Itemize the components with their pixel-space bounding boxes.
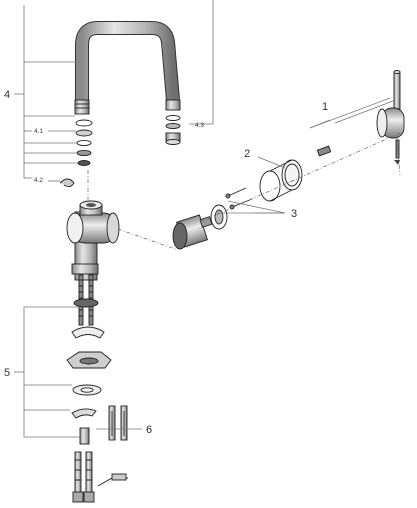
callout-1: 1 [322, 101, 328, 113]
callout-6: 6 [146, 424, 152, 436]
retaining-clip [59, 178, 75, 188]
spout-seal-stack [75, 119, 93, 166]
center-lines [87, 132, 401, 251]
tap-body [66, 200, 120, 281]
screws [225, 187, 253, 210]
callout-4: 4 [4, 89, 10, 101]
leader-lines [14, 0, 394, 438]
handle-screw [316, 145, 332, 157]
aerator-parts [165, 115, 181, 145]
callout-4-3: 4.3 [195, 122, 204, 129]
lever-handle [376, 70, 405, 165]
supply-hoses [72, 451, 128, 503]
spout-thread-left [74, 99, 90, 115]
spout [75, 21, 180, 101]
spout-thread-right [165, 99, 181, 111]
cartridge-seal [210, 204, 228, 230]
callout-3: 3 [291, 208, 297, 220]
callout-5: 5 [4, 367, 10, 379]
escutcheon-ring [259, 159, 303, 202]
service-tool [108, 405, 128, 441]
callout-4-1: 4.1 [34, 128, 43, 135]
cartridge [172, 214, 213, 250]
callout-2: 2 [244, 148, 250, 160]
threaded-rods [73, 274, 99, 326]
mounting-kit [66, 326, 112, 445]
callout-4-2: 4.2 [34, 177, 43, 184]
